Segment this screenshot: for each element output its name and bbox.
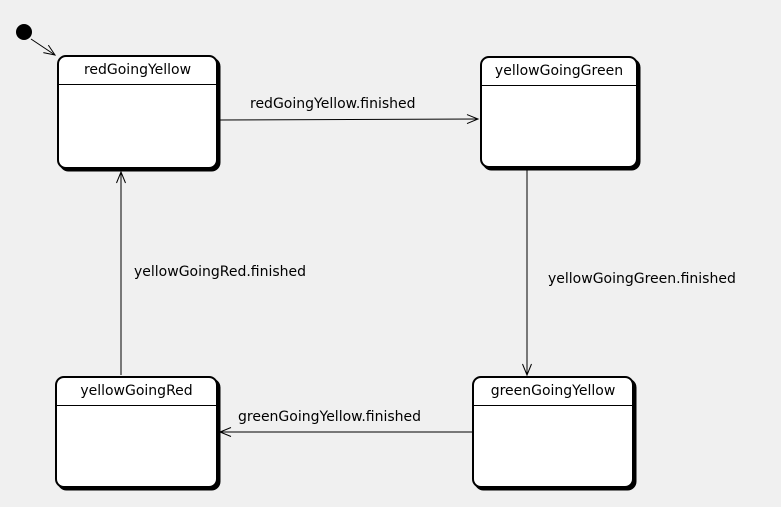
transition-label-redGoingYellow-finished[interactable]: redGoingYellow.finished <box>250 96 416 112</box>
state-title: greenGoingYellow <box>474 378 632 406</box>
transition-label-yellowGoingRed-finished[interactable]: yellowGoingRed.finished <box>134 264 307 280</box>
state-greenGoingYellow[interactable]: greenGoingYellow <box>472 376 634 488</box>
initial-state-dot[interactable] <box>16 24 32 40</box>
state-body <box>59 85 216 167</box>
state-body <box>474 406 632 486</box>
state-title: yellowGoingRed <box>57 378 216 406</box>
initial-transition-line[interactable] <box>30 38 57 56</box>
state-body <box>482 86 636 166</box>
state-title: redGoingYellow <box>59 57 216 85</box>
state-body <box>57 406 216 486</box>
transition-line-redGoingYellow-finished[interactable] <box>217 114 480 125</box>
state-yellowGoingGreen[interactable]: yellowGoingGreen <box>480 56 638 168</box>
transition-label-greenGoingYellow-finished[interactable]: greenGoingYellow.finished <box>238 409 422 425</box>
state-title: yellowGoingGreen <box>482 58 636 86</box>
state-redGoingYellow[interactable]: redGoingYellow <box>57 55 218 169</box>
state-yellowGoingRed[interactable]: yellowGoingRed <box>55 376 218 488</box>
transition-label-yellowGoingGreen-finished[interactable]: yellowGoingGreen.finished <box>548 271 736 287</box>
